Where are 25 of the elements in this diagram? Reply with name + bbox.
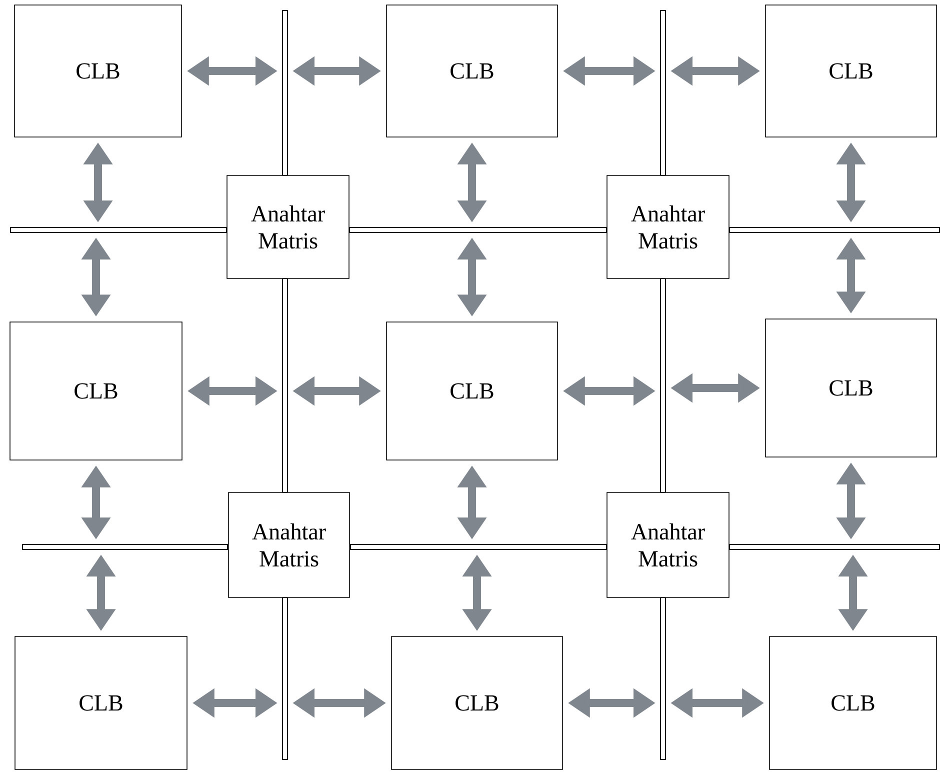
routing-channel	[660, 278, 666, 493]
routing-channel	[660, 10, 666, 176]
clb-box: CLB	[14, 636, 188, 770]
routing-channel	[22, 544, 228, 550]
routing-channel	[660, 597, 666, 760]
routing-channel	[10, 227, 227, 233]
clb-box: CLB	[386, 322, 558, 460]
routing-channel	[349, 227, 607, 233]
clb-box: CLB	[391, 636, 563, 770]
switch-matrix-box: Anahtar Matris	[606, 175, 730, 279]
clb-box: CLB	[10, 322, 182, 460]
clb-box: CLB	[769, 636, 937, 770]
clb-box: CLB	[386, 4, 558, 138]
switch-matrix-box: Anahtar Matris	[606, 492, 730, 598]
clb-box: CLB	[765, 4, 937, 138]
clb-box: CLB	[14, 4, 182, 138]
clb-box: CLB	[765, 318, 937, 458]
routing-channel	[282, 278, 288, 493]
routing-channel	[729, 544, 940, 550]
routing-channel	[729, 227, 940, 233]
routing-channel	[350, 544, 607, 550]
routing-channel	[282, 10, 288, 176]
switch-matrix-box: Anahtar Matris	[226, 175, 350, 279]
switch-matrix-box: Anahtar Matris	[228, 492, 350, 598]
routing-channel	[282, 597, 288, 760]
